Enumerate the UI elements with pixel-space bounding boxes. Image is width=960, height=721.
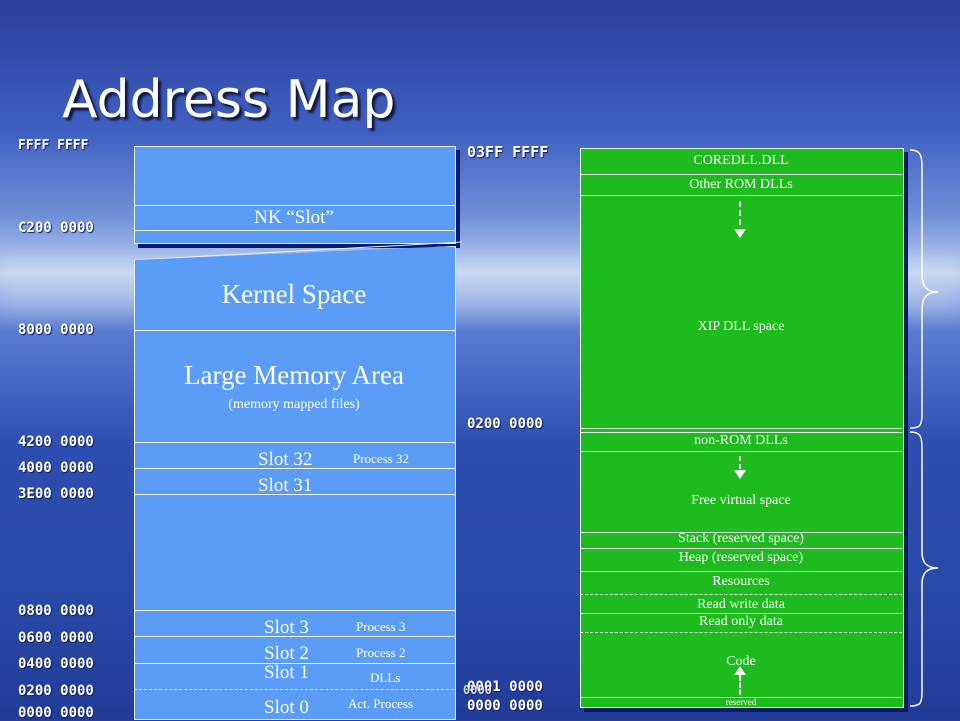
dashed-divider (134, 689, 454, 690)
divider (580, 195, 902, 196)
dlls-label: DLLs (370, 670, 401, 685)
heap-label: Heap (reserved space) (678, 550, 804, 565)
arrowhead-down-icon (734, 229, 746, 238)
nk-slot-block (134, 146, 456, 244)
divider (134, 330, 456, 331)
page-title: Address Map (62, 70, 396, 130)
read-only-data-label: Read only data (699, 614, 783, 629)
divider (134, 205, 456, 206)
slot-2-label: Slot 2 (264, 643, 309, 664)
right-address-02000000: 0200 0000 (467, 416, 543, 432)
left-address-08000000: 0800 0000 (18, 603, 94, 619)
right-address-00000000: 0000 0000 (467, 698, 543, 714)
divider (580, 432, 902, 433)
arrow-down-icon (739, 201, 741, 225)
divider (134, 663, 456, 664)
slot-31-label: Slot 31 (258, 475, 313, 496)
divider (134, 442, 456, 443)
address-gap-break (133, 241, 463, 261)
process-space-block (134, 246, 456, 720)
kernel-space-label: Kernel Space (221, 279, 367, 309)
process-3-label: Process 3 (356, 619, 406, 634)
divider (580, 548, 902, 549)
slot-3-label: Slot 3 (264, 617, 309, 638)
brace-icon (909, 149, 939, 707)
nk-slot-label: NK “Slot” (254, 207, 334, 228)
divider (134, 494, 456, 495)
left-address-ffffffff: FFFF FFFF (18, 138, 89, 153)
arrow-down-icon (739, 456, 741, 469)
left-address-40000000: 4000 0000 (18, 460, 94, 476)
active-process-label: Act. Process (348, 696, 413, 711)
right-address-00010000: 0001 0000 (467, 679, 543, 695)
slot-1-label: Slot 1 (264, 662, 309, 683)
right-address-overlap: 0000 (463, 683, 492, 697)
divider (580, 532, 902, 533)
left-address-04000000: 0400 0000 (18, 656, 94, 672)
divider (580, 451, 902, 452)
divider (580, 428, 902, 429)
left-address-06000000: 0600 0000 (18, 630, 94, 646)
left-address-c2000000: C200 0000 (18, 220, 94, 236)
large-memory-area-label: Large Memory Area (184, 360, 404, 390)
left-address-02000000: 0200 0000 (18, 683, 94, 699)
reserved-label: reserved (725, 697, 757, 707)
resources-label: Resources (712, 574, 770, 589)
memory-mapped-files-label: (memory mapped files) (228, 397, 360, 412)
right-address-03ffffff: 03FF FFFF (467, 143, 549, 161)
left-address-00000000: 0000 0000 (18, 705, 94, 721)
process-2-label: Process 2 (356, 645, 406, 660)
left-address-80000000: 8000 0000 (18, 322, 94, 338)
other-rom-dlls-label: Other ROM DLLs (689, 177, 793, 192)
non-rom-dlls-label: non-ROM DLLs (694, 433, 788, 448)
divider (134, 230, 456, 231)
divider (134, 610, 456, 611)
divider (580, 697, 902, 698)
divider (134, 636, 456, 637)
arrowhead-down-icon (734, 470, 746, 479)
arrow-up-icon (739, 675, 741, 695)
left-address-42000000: 4200 0000 (18, 434, 94, 450)
arrowhead-up-icon (734, 666, 746, 675)
xip-dll-space-label: XIP DLL space (697, 319, 785, 334)
code-label: Code (726, 654, 756, 669)
free-virtual-space-label: Free virtual space (691, 493, 791, 508)
left-address-3e000000: 3E00 0000 (18, 486, 94, 502)
dashed-divider (580, 594, 902, 595)
divider (134, 468, 456, 469)
read-write-data-label: Read write data (697, 597, 785, 612)
divider (580, 174, 902, 175)
coredll-label: COREDLL.DLL (693, 153, 789, 168)
divider (580, 613, 902, 614)
slot-0-label: Slot 0 (264, 697, 309, 718)
dashed-divider (580, 632, 902, 633)
stack-label: Stack (reserved space) (678, 531, 804, 546)
process-32-label: Process 32 (353, 451, 409, 466)
divider (580, 571, 902, 572)
slot-32-label: Slot 32 (258, 449, 313, 470)
